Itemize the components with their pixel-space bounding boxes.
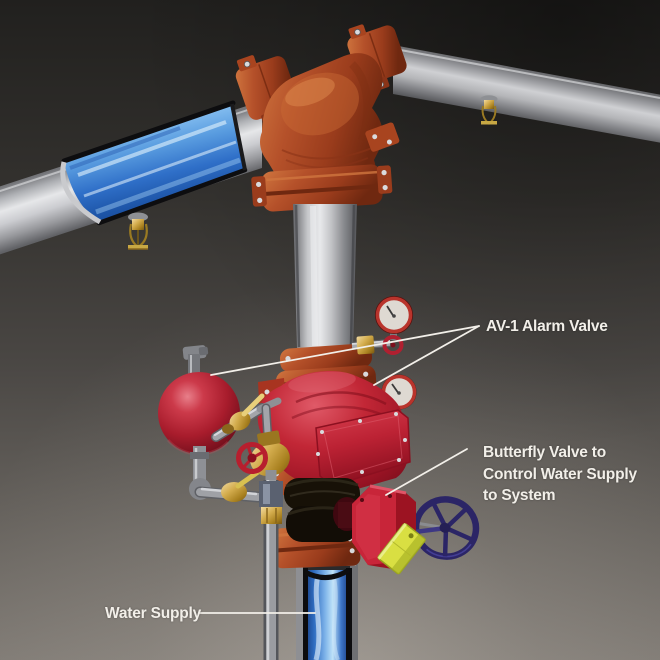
label-water-supply: Water Supply bbox=[105, 605, 202, 622]
leader-lines bbox=[198, 325, 480, 614]
label-butterfly-line2: Control Water Supply bbox=[483, 465, 637, 483]
pressure-gauge-upper bbox=[351, 295, 414, 355]
branch-line-pipe bbox=[393, 45, 660, 143]
drain-pipe bbox=[259, 470, 283, 660]
leader-butterfly-valve bbox=[385, 448, 468, 496]
leader-alarm-valve-to-retard-chamber bbox=[210, 325, 480, 376]
sprinkler-head-right bbox=[480, 95, 498, 125]
pipe-cutaway-water bbox=[60, 100, 248, 226]
leader-alarm-valve-to-body bbox=[373, 325, 480, 386]
label-butterfly-line1: Butterfly Valve to bbox=[483, 444, 607, 461]
sprinkler-head-left bbox=[128, 212, 148, 250]
alarm-valve bbox=[257, 343, 411, 496]
riser-pipe bbox=[293, 204, 357, 348]
butterfly-valve bbox=[333, 484, 480, 575]
water-supply-pipe bbox=[296, 552, 358, 660]
label-alarm-valve: AV-1 Alarm Valve bbox=[486, 318, 608, 335]
label-butterfly-line3: to System bbox=[483, 487, 556, 504]
butterfly-handwheel bbox=[412, 496, 480, 560]
tee-fitting bbox=[235, 24, 407, 212]
valve-tag bbox=[377, 523, 426, 575]
trim-piping bbox=[189, 393, 290, 503]
label-butterfly-valve: Butterfly Valve to Control Water Supply … bbox=[483, 442, 637, 507]
